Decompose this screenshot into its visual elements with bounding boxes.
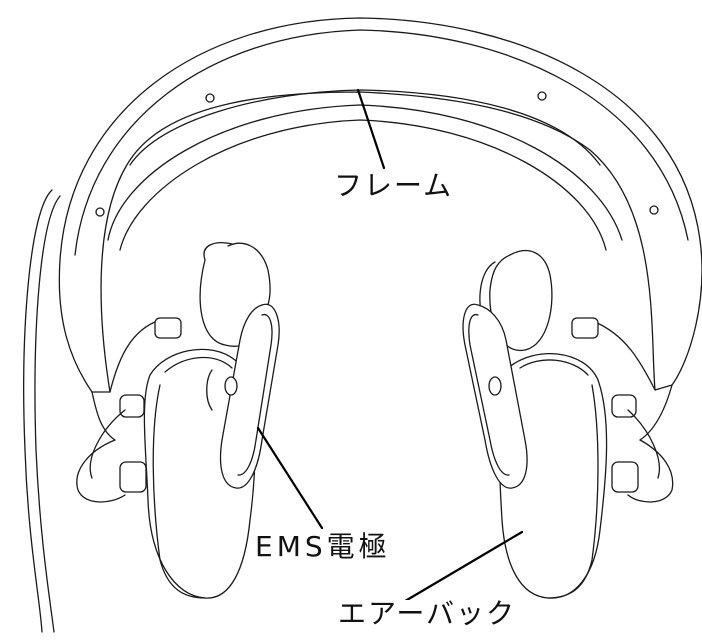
airbag-leader: [388, 530, 524, 612]
frame-label: フレーム: [334, 169, 454, 202]
airbag-label: エアーバック: [338, 597, 517, 630]
cable: [23, 189, 61, 633]
frame-rivets: [95, 91, 659, 217]
leader-lines: [256, 88, 524, 612]
left-ear-unit: [76, 242, 280, 599]
frame-leader: [356, 88, 386, 170]
ems-leader: [256, 426, 324, 530]
ems-electrode-label: EMS電極: [255, 530, 391, 563]
headband-frame: [58, 17, 702, 393]
right-ear-unit: [462, 250, 674, 599]
side-straps: [91, 319, 673, 441]
